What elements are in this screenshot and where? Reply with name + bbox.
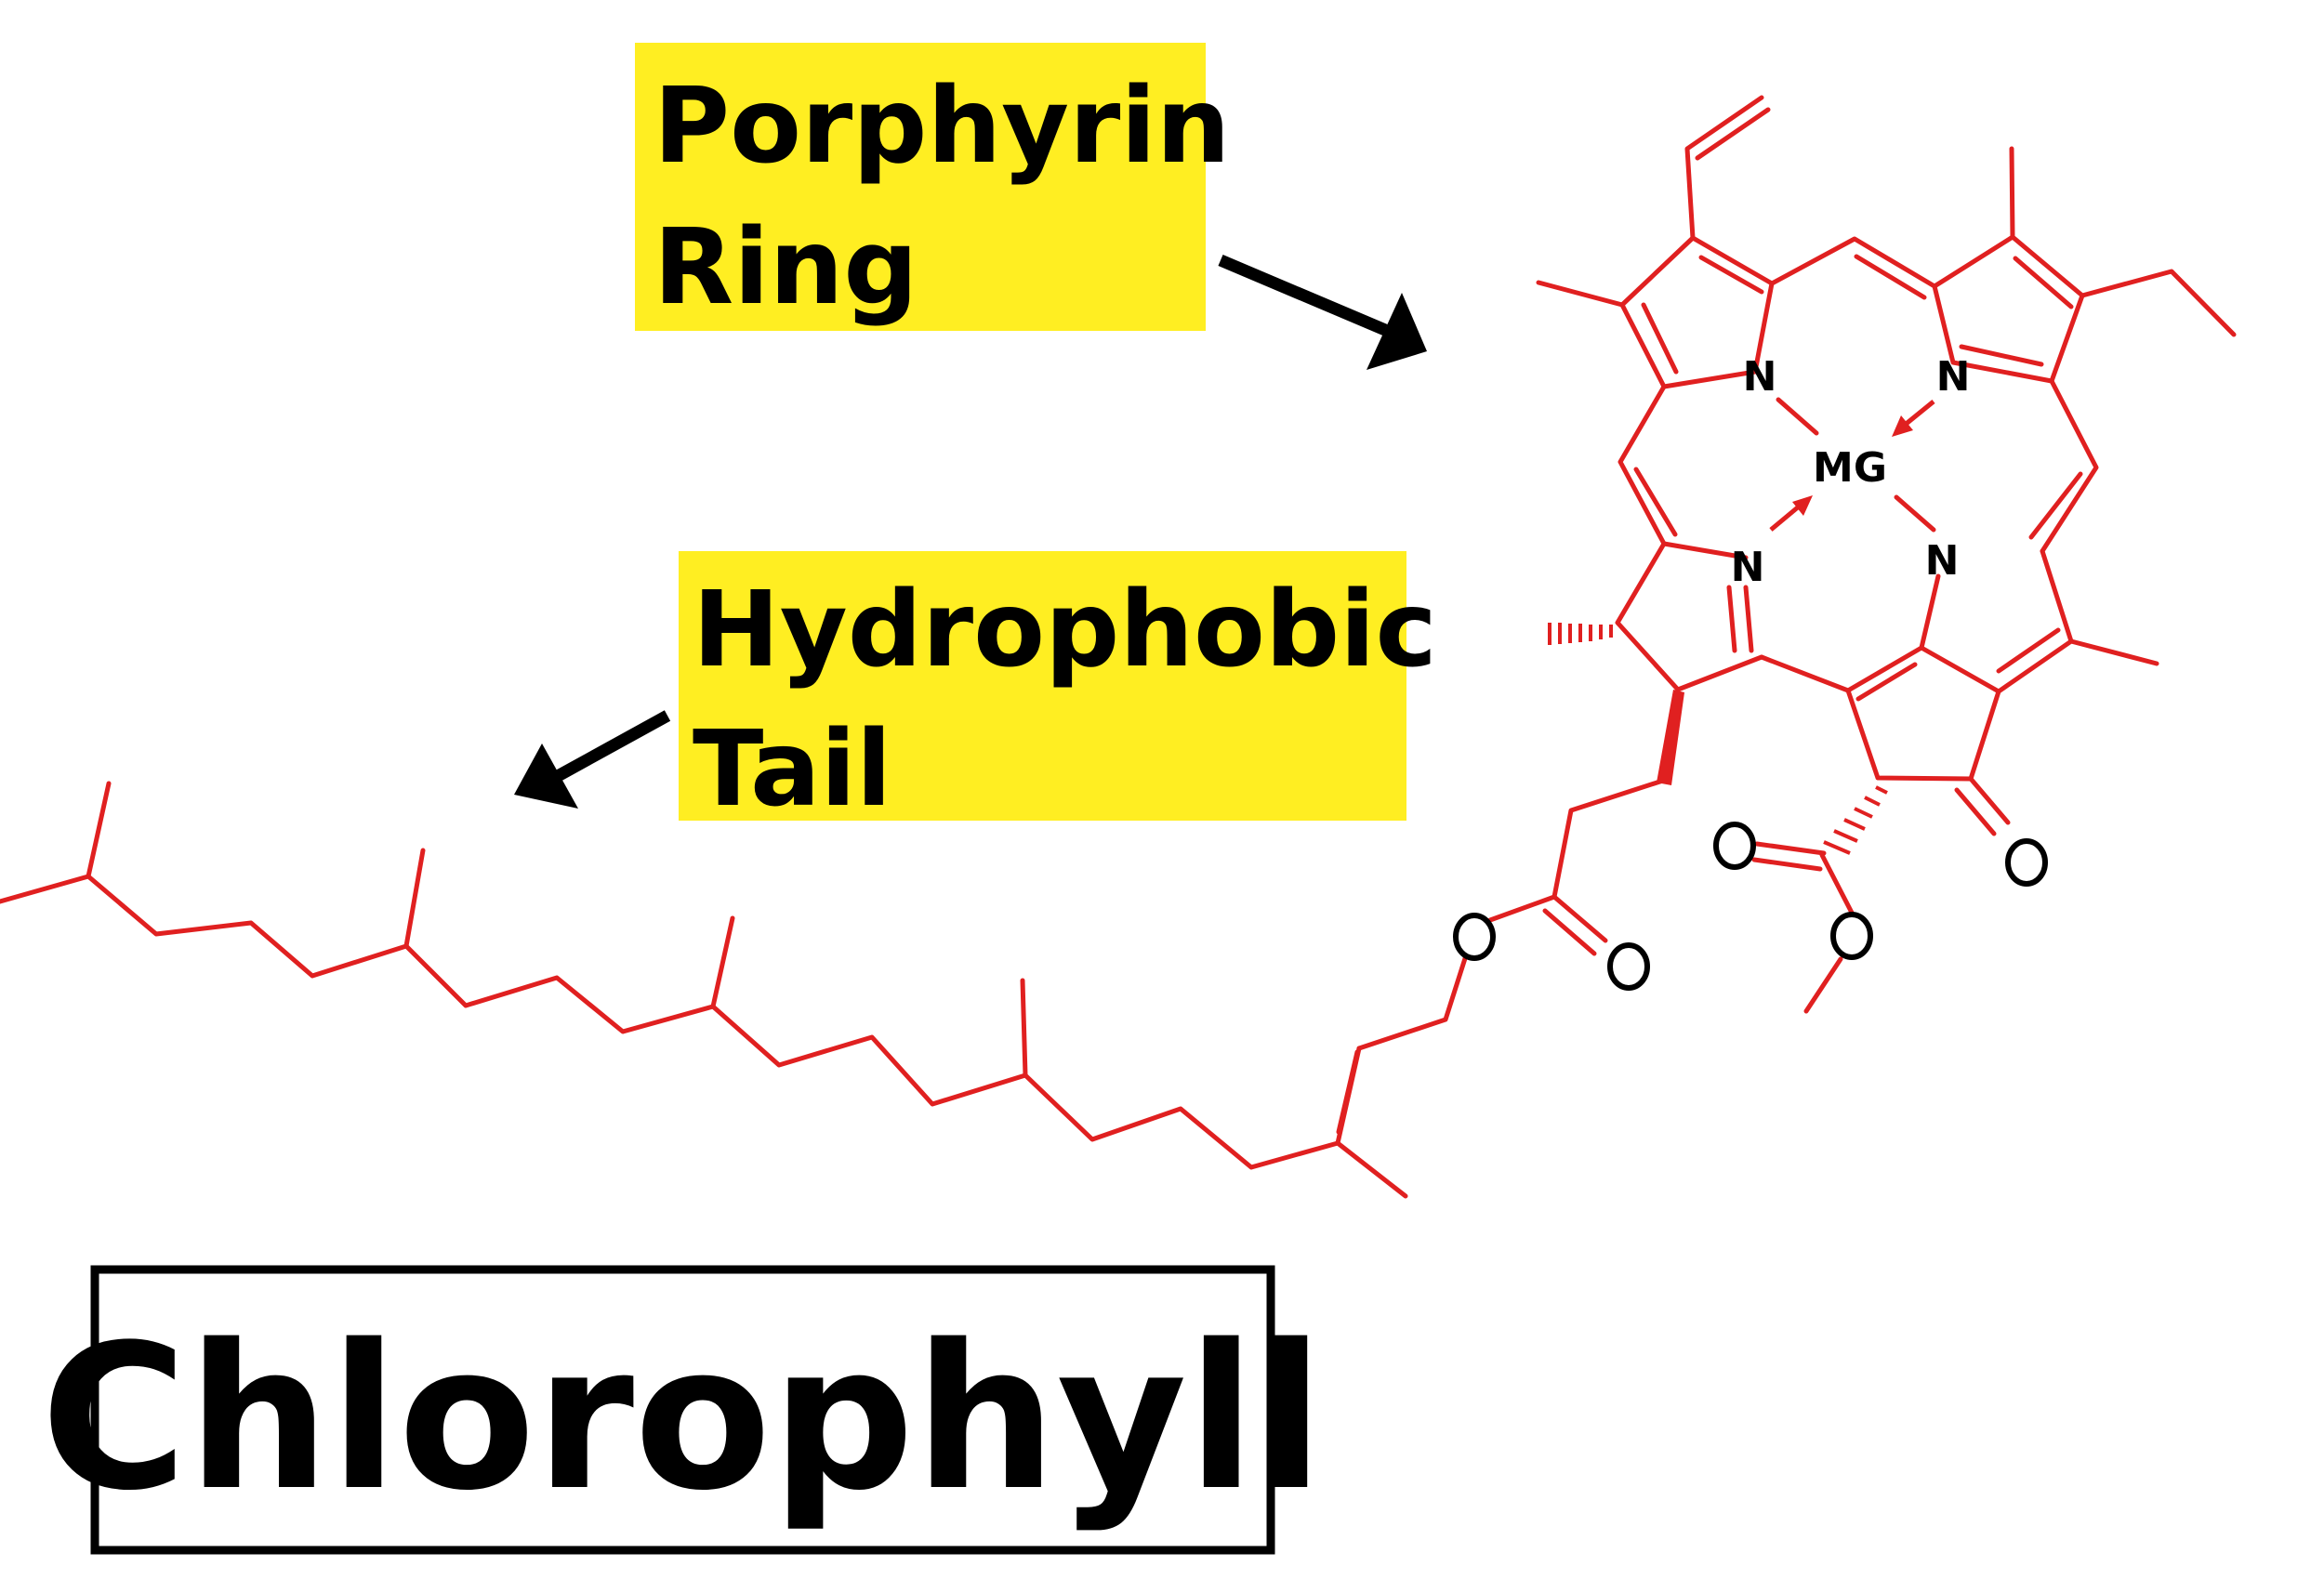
- magnesium-atom: MG: [1813, 444, 1887, 492]
- title-frame: [90, 1265, 1275, 1555]
- hash-bond-left: [1548, 623, 1613, 645]
- oxygen-atom-ester-link: [1453, 913, 1496, 961]
- meso-bridge-top: [1769, 236, 1937, 289]
- n-mg-bond-a: [1776, 397, 1819, 436]
- dative-bonds: [1769, 400, 1935, 532]
- n-mg-bond-c: [1894, 494, 1936, 533]
- oxygen-atom-methoxy-carbonyl: [1713, 822, 1756, 870]
- nitrogen-atom-b: N: [1936, 353, 1971, 401]
- wedge-bond: [1657, 690, 1684, 785]
- meso-bridge-left: [1618, 384, 1667, 546]
- oxygen-atom-methoxy: [1830, 912, 1873, 960]
- molecule-bonds: [0, 95, 2237, 1199]
- oxygen-atom-ketone: [2005, 838, 2048, 887]
- porphyrin-ring-label: Porphyrin Ring: [635, 43, 1231, 331]
- phytol-tail: [0, 781, 1408, 1199]
- pyrroline-ring-d: [1615, 541, 1764, 692]
- pyrrole-ring-a: [1536, 95, 1775, 389]
- propionate-chain: [1356, 776, 1671, 1051]
- nitrogen-atom-a: N: [1743, 353, 1777, 401]
- stereo-bonds: [1548, 623, 1888, 855]
- porphyrin-label-line1: Porphyrin: [654, 66, 1231, 187]
- meso-bridge-right: [2040, 378, 2099, 554]
- pyrrole-ring-b: [1932, 146, 2237, 384]
- nitrogen-atom-d: N: [1731, 544, 1765, 591]
- oxygen-atoms: [1453, 822, 2048, 991]
- porphyrin-arrow: [1218, 255, 1427, 370]
- methyl-ester-group: [1751, 841, 1855, 1014]
- tail-label-line2: Tail: [693, 709, 891, 830]
- atom-labels: N N N N MG: [1731, 353, 1971, 591]
- meso-bridge-bottom: [1759, 654, 1851, 693]
- oxygen-atom-ester-carbonyl: [1607, 942, 1650, 991]
- tail-label-line1: Hydrophobic: [693, 570, 1437, 691]
- cyclopentanone-ring: [1845, 645, 2011, 836]
- title: Chlorophyll: [41, 1301, 1325, 1534]
- tail-arrow: [514, 710, 671, 809]
- nitrogen-atom-c: N: [1925, 537, 1960, 585]
- porphyrin-label-highlight: [635, 43, 1206, 331]
- tail-label-highlight: [679, 551, 1406, 821]
- hydrophobic-tail-label: Hydrophobic Tail: [679, 551, 1437, 830]
- hash-bond-ester: [1823, 785, 1888, 855]
- porphyrin-label-line2: Ring: [654, 207, 918, 328]
- title-box: Chlorophyll: [41, 1265, 1325, 1555]
